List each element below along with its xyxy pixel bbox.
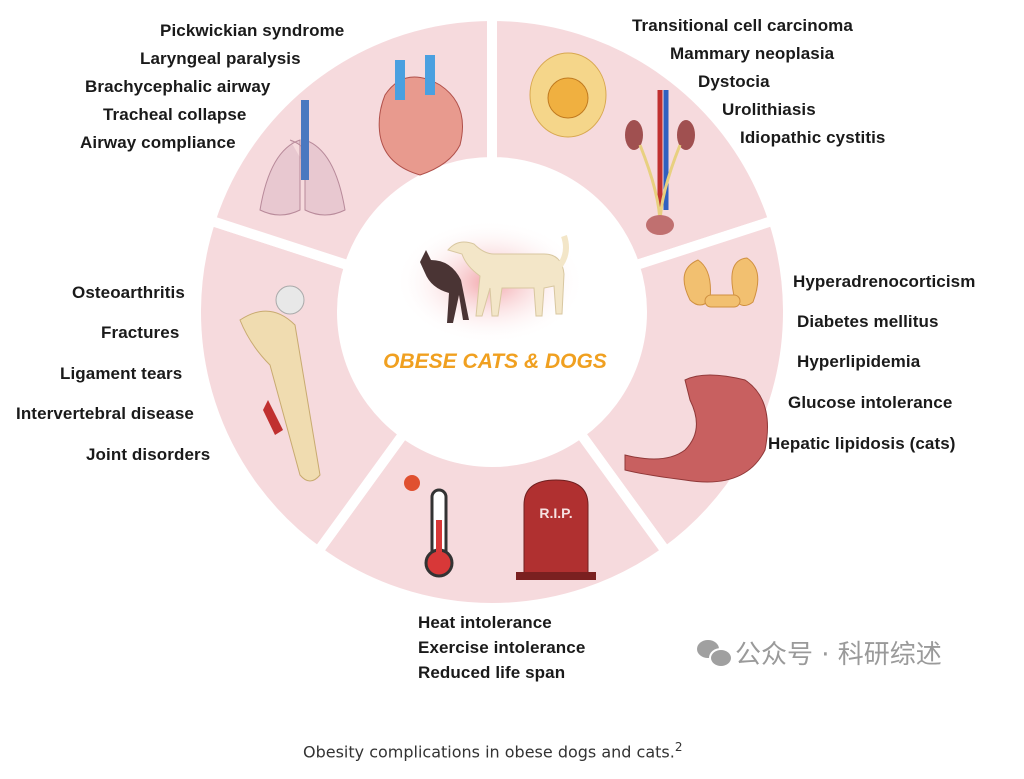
label: Pickwickian syndrome (160, 21, 345, 40)
dog-icon (447, 235, 569, 317)
center-title: OBESE CATS & DOGS (383, 350, 607, 373)
label: Heat intolerance (418, 613, 552, 632)
label: Reduced life span (418, 663, 566, 682)
label: Exercise intolerance (418, 638, 586, 657)
label: Diabetes mellitus (797, 312, 939, 331)
label: Tracheal collapse (103, 105, 247, 124)
label: Joint disorders (86, 445, 211, 464)
stomach-icon (624, 374, 768, 483)
label: Hyperlipidemia (797, 352, 921, 371)
caption-text: Obesity complications in obese dogs and … (303, 742, 675, 762)
label: Intervertebral disease (16, 404, 194, 423)
caption: Obesity complications in obese dogs and … (303, 740, 682, 761)
watermark-text: 公众号 · 科研综述 (735, 640, 942, 670)
tombstone-icon: R.I.P. (516, 479, 596, 580)
mammary-gland-icon (529, 52, 607, 138)
label: Osteoarthritis (72, 283, 185, 302)
label: Laryngeal paralysis (140, 49, 301, 68)
wechat-icon (697, 639, 733, 668)
label: Hyperadrenocorticism (793, 272, 976, 291)
label: Urolithiasis (722, 100, 816, 119)
kidneys-urinary-icon (625, 90, 695, 235)
lungs-icon (259, 100, 346, 216)
label: Transitional cell carcinoma (632, 16, 853, 35)
femur-icon (239, 285, 321, 482)
label: Mammary neoplasia (670, 44, 835, 63)
heart-icon (378, 55, 463, 176)
label: Dystocia (698, 72, 770, 91)
label: Idiopathic cystitis (740, 128, 886, 147)
label: Ligament tears (60, 364, 183, 383)
watermark: 公众号 · 科研综述 (697, 634, 942, 671)
label: Glucose intolerance (788, 393, 953, 412)
thermometer-icon (404, 475, 454, 578)
tombstone-text: R.I.P. (539, 505, 572, 521)
cat-icon (420, 250, 469, 323)
trachea-icon (301, 100, 309, 180)
label: Fractures (101, 323, 180, 342)
label: Airway compliance (80, 133, 236, 152)
label: Hepatic lipidosis (cats) (768, 434, 956, 453)
adrenal-gland-icon (683, 257, 759, 308)
sun-icon (404, 475, 420, 491)
caption-reference: 2 (674, 740, 683, 754)
label: Brachycephalic airway (85, 77, 271, 96)
